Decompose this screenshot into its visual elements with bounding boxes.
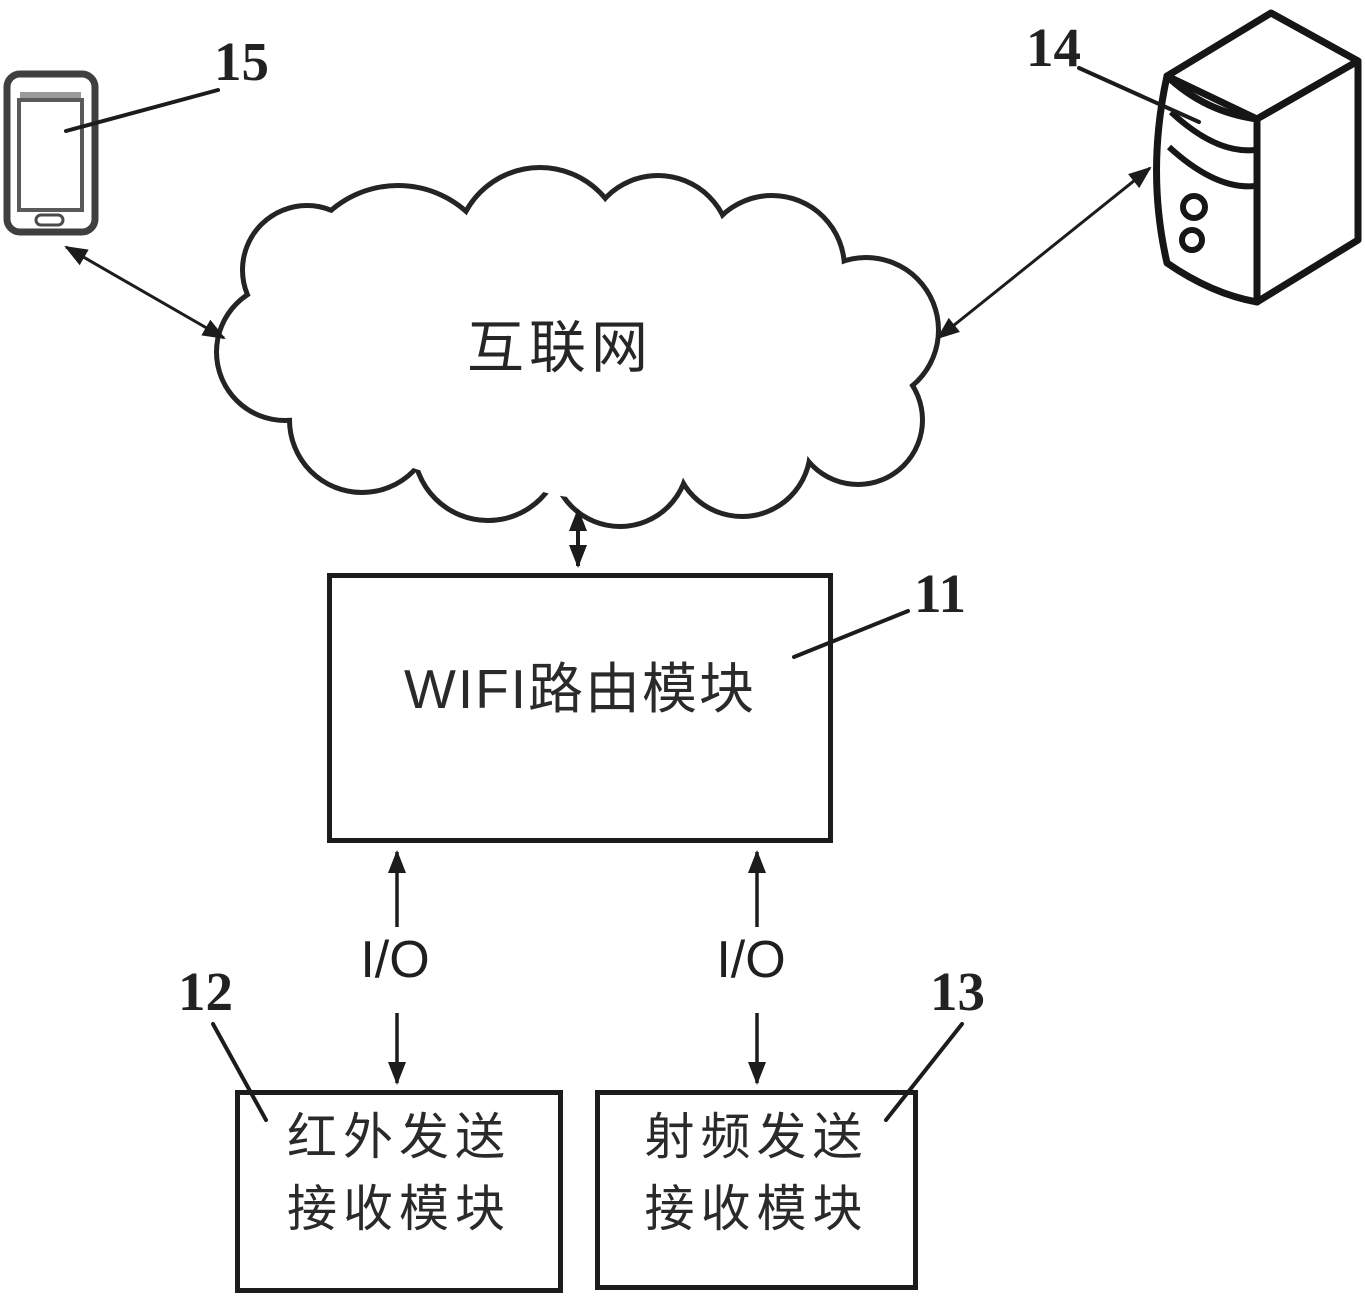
leader-line-14 [1077, 66, 1201, 124]
phone-home-button [34, 213, 65, 227]
leader-line-15 [64, 88, 220, 133]
server-button [1180, 193, 1208, 221]
server-button [1179, 227, 1205, 253]
io-label-right: I/O [716, 931, 786, 989]
arrow-phone-internet [64, 245, 226, 340]
io-label-left: I/O [360, 931, 430, 989]
server-icon [1153, 9, 1362, 306]
arrow-internet-server [936, 166, 1152, 340]
ref-num-11: 11 [914, 563, 966, 624]
server-stripe [1166, 144, 1256, 190]
rf-tx-rx-module-box: 射频发送 接收模块 [595, 1090, 918, 1290]
wifi-router-module-label: WIFI路由模块 [403, 658, 757, 720]
phone-screen [17, 98, 84, 212]
rf-tx-rx-module-label: 射频发送 接收模块 [644, 1109, 869, 1237]
phone-speaker-bar [20, 92, 81, 100]
wifi-router-module-box: WIFI路由模块 [327, 573, 833, 843]
ref-num-14: 14 [1026, 17, 1081, 78]
ref-num-15: 15 [214, 31, 269, 92]
infrared-tx-rx-module-box: 红外发送 接收模块 [235, 1090, 563, 1293]
ref-num-13: 13 [930, 961, 985, 1022]
infrared-tx-rx-module-label: 红外发送 接收模块 [287, 1109, 511, 1237]
ref-num-12: 12 [178, 961, 233, 1022]
internet-label: 互联网 [467, 316, 653, 380]
smartphone-icon [3, 70, 99, 236]
server-stripe [1168, 109, 1256, 154]
